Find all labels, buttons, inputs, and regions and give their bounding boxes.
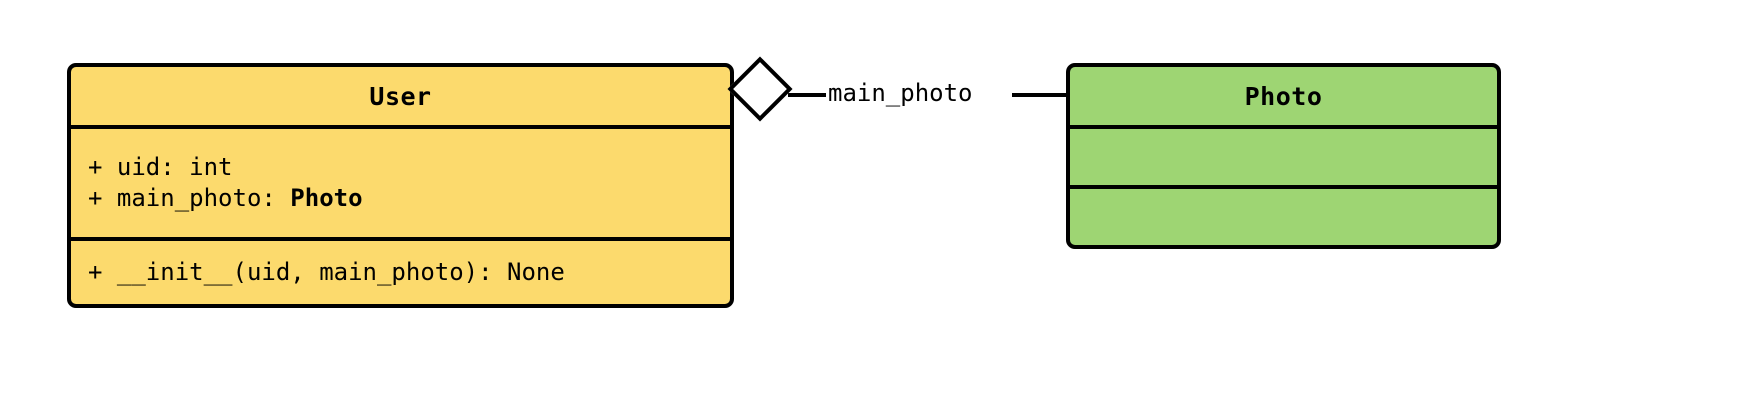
uml-class-user-operations: + __init__(uid, main_photo): None (71, 237, 730, 304)
uml-class-photo-attributes (1070, 125, 1497, 185)
uml-class-user[interactable]: User + uid: int + main_photo: Photo + __… (67, 63, 734, 308)
uml-class-user-attributes: + uid: int + main_photo: Photo (71, 125, 730, 237)
uml-operation-init: + __init__(uid, main_photo): None (88, 258, 565, 286)
uml-class-user-title: User (369, 81, 432, 111)
aggregation-line-left-segment (788, 93, 828, 97)
aggregation-line-right-segment (1012, 93, 1068, 97)
uml-class-photo-title: Photo (1244, 81, 1323, 111)
uml-attribute-main-photo-type: Photo (290, 184, 363, 212)
uml-class-photo[interactable]: Photo (1066, 63, 1501, 249)
uml-class-photo-operations (1070, 185, 1497, 245)
uml-attribute-main-photo: + main_photo: Photo (88, 183, 713, 214)
uml-attribute-main-photo-prefix: + main_photo: (88, 184, 291, 212)
uml-attribute-uid: + uid: int (88, 153, 233, 181)
aggregation-label-main-photo: main_photo (826, 78, 975, 108)
aggregation-diamond-icon (727, 56, 793, 122)
